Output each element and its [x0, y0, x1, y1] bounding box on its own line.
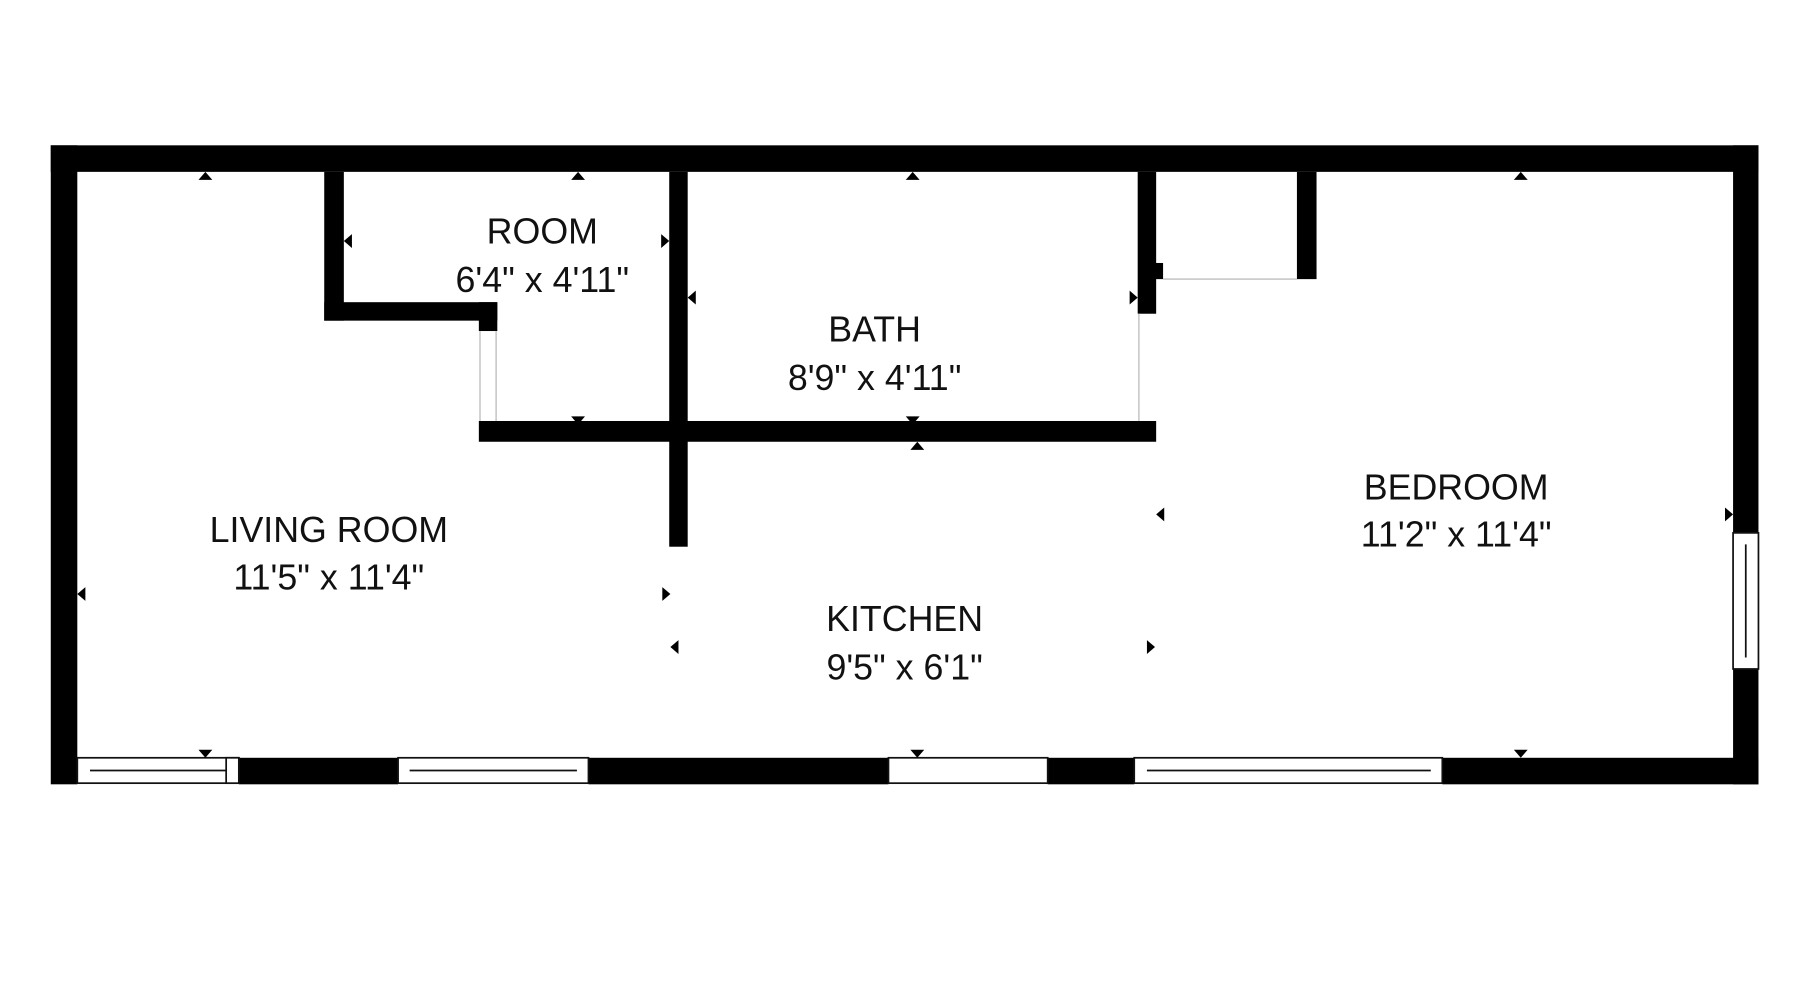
room-size: 9'5" x 6'1": [826, 647, 982, 687]
window-bedroom-right: [1732, 532, 1760, 670]
room-size: 8'9" x 4'11": [788, 358, 962, 398]
room-name: LIVING ROOM: [210, 510, 448, 550]
room-name: ROOM: [487, 211, 598, 251]
room-name: KITCHEN: [826, 599, 983, 639]
window-living-2: [397, 756, 590, 785]
room-size: 11'5" x 11'4": [233, 557, 424, 597]
room-label-room: ROOM 6'4" x 4'11": [456, 211, 630, 299]
room-name: BEDROOM: [1364, 467, 1549, 507]
room-label-bath: BATH 8'9" x 4'11": [788, 309, 962, 397]
room-label-bedroom: BEDROOM 11'2" x 11'4": [1361, 467, 1552, 554]
window-living-1: [76, 756, 240, 785]
room-label-kitchen: KITCHEN 9'5" x 6'1": [826, 599, 983, 687]
room-size: 6'4" x 4'11": [456, 260, 630, 300]
room-name: BATH: [828, 309, 921, 349]
interior-walls: [324, 171, 1317, 547]
entry-door-opening: [887, 756, 1049, 785]
room-size: 11'2" x 11'4": [1361, 515, 1552, 555]
windows: [76, 532, 1760, 785]
dimension-markers: [77, 171, 1734, 758]
window-bedroom-bottom: [1133, 756, 1444, 785]
outer-walls: [50, 145, 1759, 785]
room-label-living-room: LIVING ROOM 11'5" x 11'4": [210, 510, 448, 597]
